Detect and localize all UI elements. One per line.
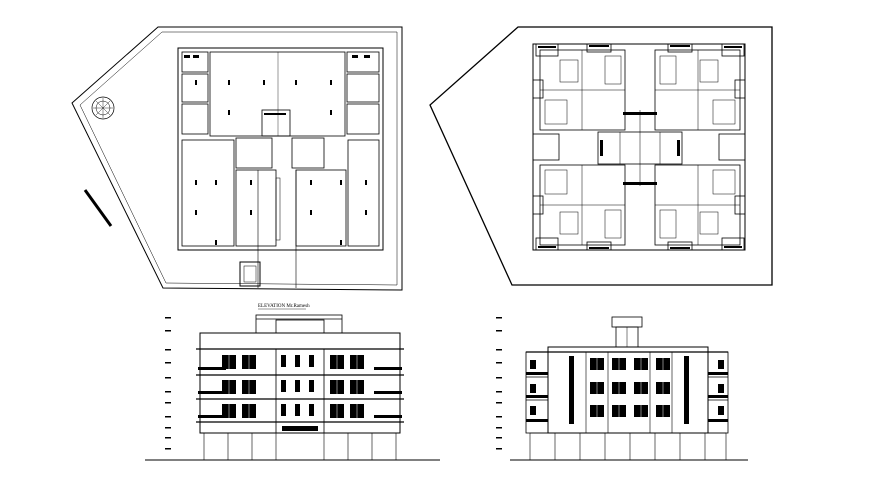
gate-cabin: [239, 261, 261, 287]
windows: [198, 355, 402, 431]
lift: [261, 109, 291, 137]
site-boundary-inner: [79, 31, 398, 286]
level-markers: [165, 317, 171, 450]
balcony-railings: [526, 356, 728, 424]
room: [181, 103, 209, 135]
room: [181, 139, 235, 247]
site-boundary: [429, 26, 773, 286]
building-outline: [532, 43, 746, 251]
room: [181, 51, 209, 73]
ground-floor-shops: [203, 432, 397, 461]
balconies: [532, 43, 746, 251]
side-elevation: [496, 316, 748, 461]
tree-icon: [91, 96, 115, 120]
water-tank: [611, 316, 643, 328]
building-outline: [177, 47, 384, 251]
front-elevation: [145, 314, 440, 461]
room: [295, 169, 347, 247]
side-balconies: [525, 351, 729, 434]
room-partitions: [540, 50, 740, 245]
wall-fills: [538, 45, 742, 249]
ramp: [275, 177, 281, 241]
staircase: [291, 137, 325, 169]
room: [346, 51, 380, 73]
room: [346, 103, 380, 135]
ground-floor-plan: [71, 26, 403, 291]
staircase: [235, 137, 273, 169]
ground-floor-openings: [529, 432, 727, 461]
room: [209, 51, 346, 137]
drawing-caption: ELEVATION Mr.Ramesh: [258, 304, 310, 309]
typical-floor-plan: [429, 26, 773, 286]
level-markers: [496, 317, 502, 450]
room: [181, 73, 209, 103]
site-boundary: [71, 26, 403, 291]
room: [347, 139, 380, 247]
stair-headroom: [255, 314, 343, 334]
columns: [195, 80, 367, 245]
room: [235, 169, 277, 247]
room: [346, 73, 380, 103]
